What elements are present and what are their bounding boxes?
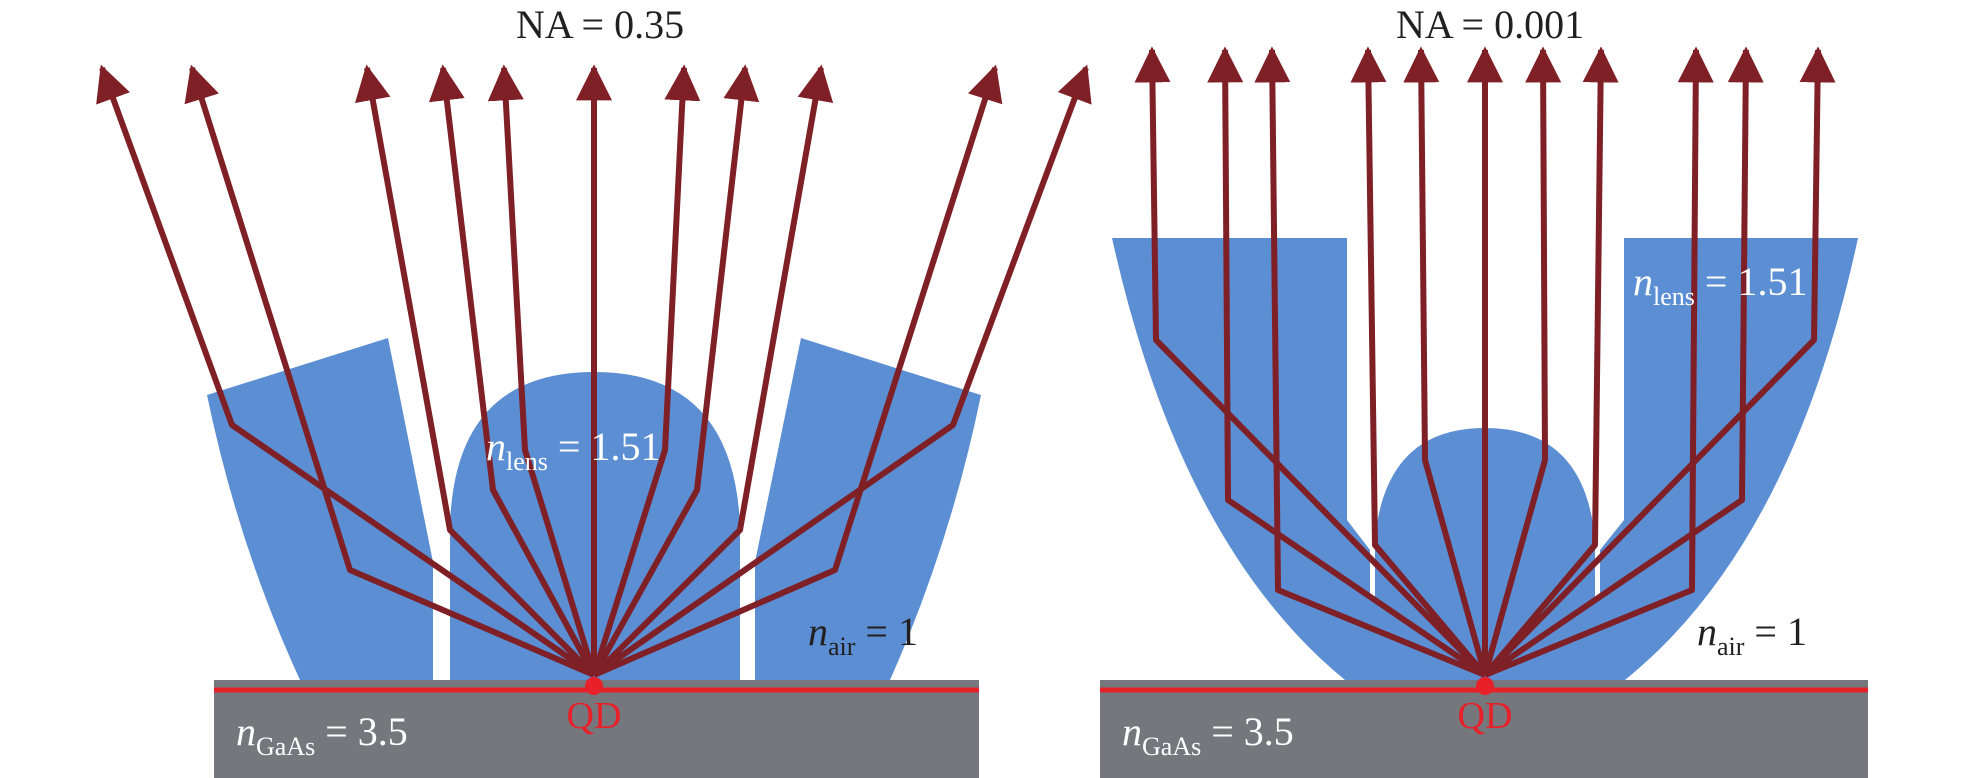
ray	[487, 64, 597, 676]
panel-title: NA = 0.35	[516, 2, 684, 47]
ray	[1483, 46, 1714, 678]
ray	[592, 64, 1003, 678]
outer-lens-left	[207, 338, 433, 680]
right-panel: NA = 0.001 nlens = 1.51 nair = 1 nGaAs =…	[1100, 2, 1868, 778]
ray	[184, 64, 596, 678]
substrate-index-label: nGaAs = 3.5	[236, 709, 408, 761]
air-index-label: nair = 1	[808, 609, 918, 661]
quantum-dot-label: QD	[1458, 695, 1513, 737]
quantum-dot	[585, 677, 603, 695]
ray	[1254, 46, 1487, 678]
air-index-label: nair = 1	[1697, 609, 1807, 661]
ray	[1482, 46, 1619, 677]
ray	[428, 64, 597, 677]
panel-title: NA = 0.001	[1396, 2, 1584, 47]
substrate	[214, 680, 979, 778]
ray	[591, 64, 760, 677]
ray	[591, 64, 834, 678]
ray-group-right	[1134, 46, 1836, 678]
substrate	[1100, 680, 1868, 778]
ray	[592, 64, 1092, 678]
ray	[1207, 46, 1487, 678]
ray	[1482, 46, 1836, 678]
outer-lens-right	[1600, 238, 1858, 680]
lens-index-label: nlens = 1.51	[1633, 259, 1807, 311]
quantum-dot	[1476, 677, 1494, 695]
ray	[96, 64, 596, 678]
ray	[591, 64, 701, 676]
left-panel: NA = 0.35 nlens = 1.51 nair = 1 nGaAs = …	[96, 2, 1092, 778]
quantum-dot-label: QD	[567, 695, 622, 737]
ray	[355, 64, 597, 678]
ray	[1483, 46, 1764, 678]
ray	[1350, 46, 1488, 677]
outer-lens-left	[1112, 238, 1370, 680]
ray-group-left	[96, 64, 1092, 678]
ray	[1482, 46, 1562, 676]
ray	[1134, 46, 1488, 678]
ray	[1403, 46, 1488, 676]
lens-index-label: nlens = 1.51	[486, 424, 660, 476]
outer-lens-right	[755, 338, 981, 680]
substrate-index-label: nGaAs = 3.5	[1122, 709, 1294, 761]
